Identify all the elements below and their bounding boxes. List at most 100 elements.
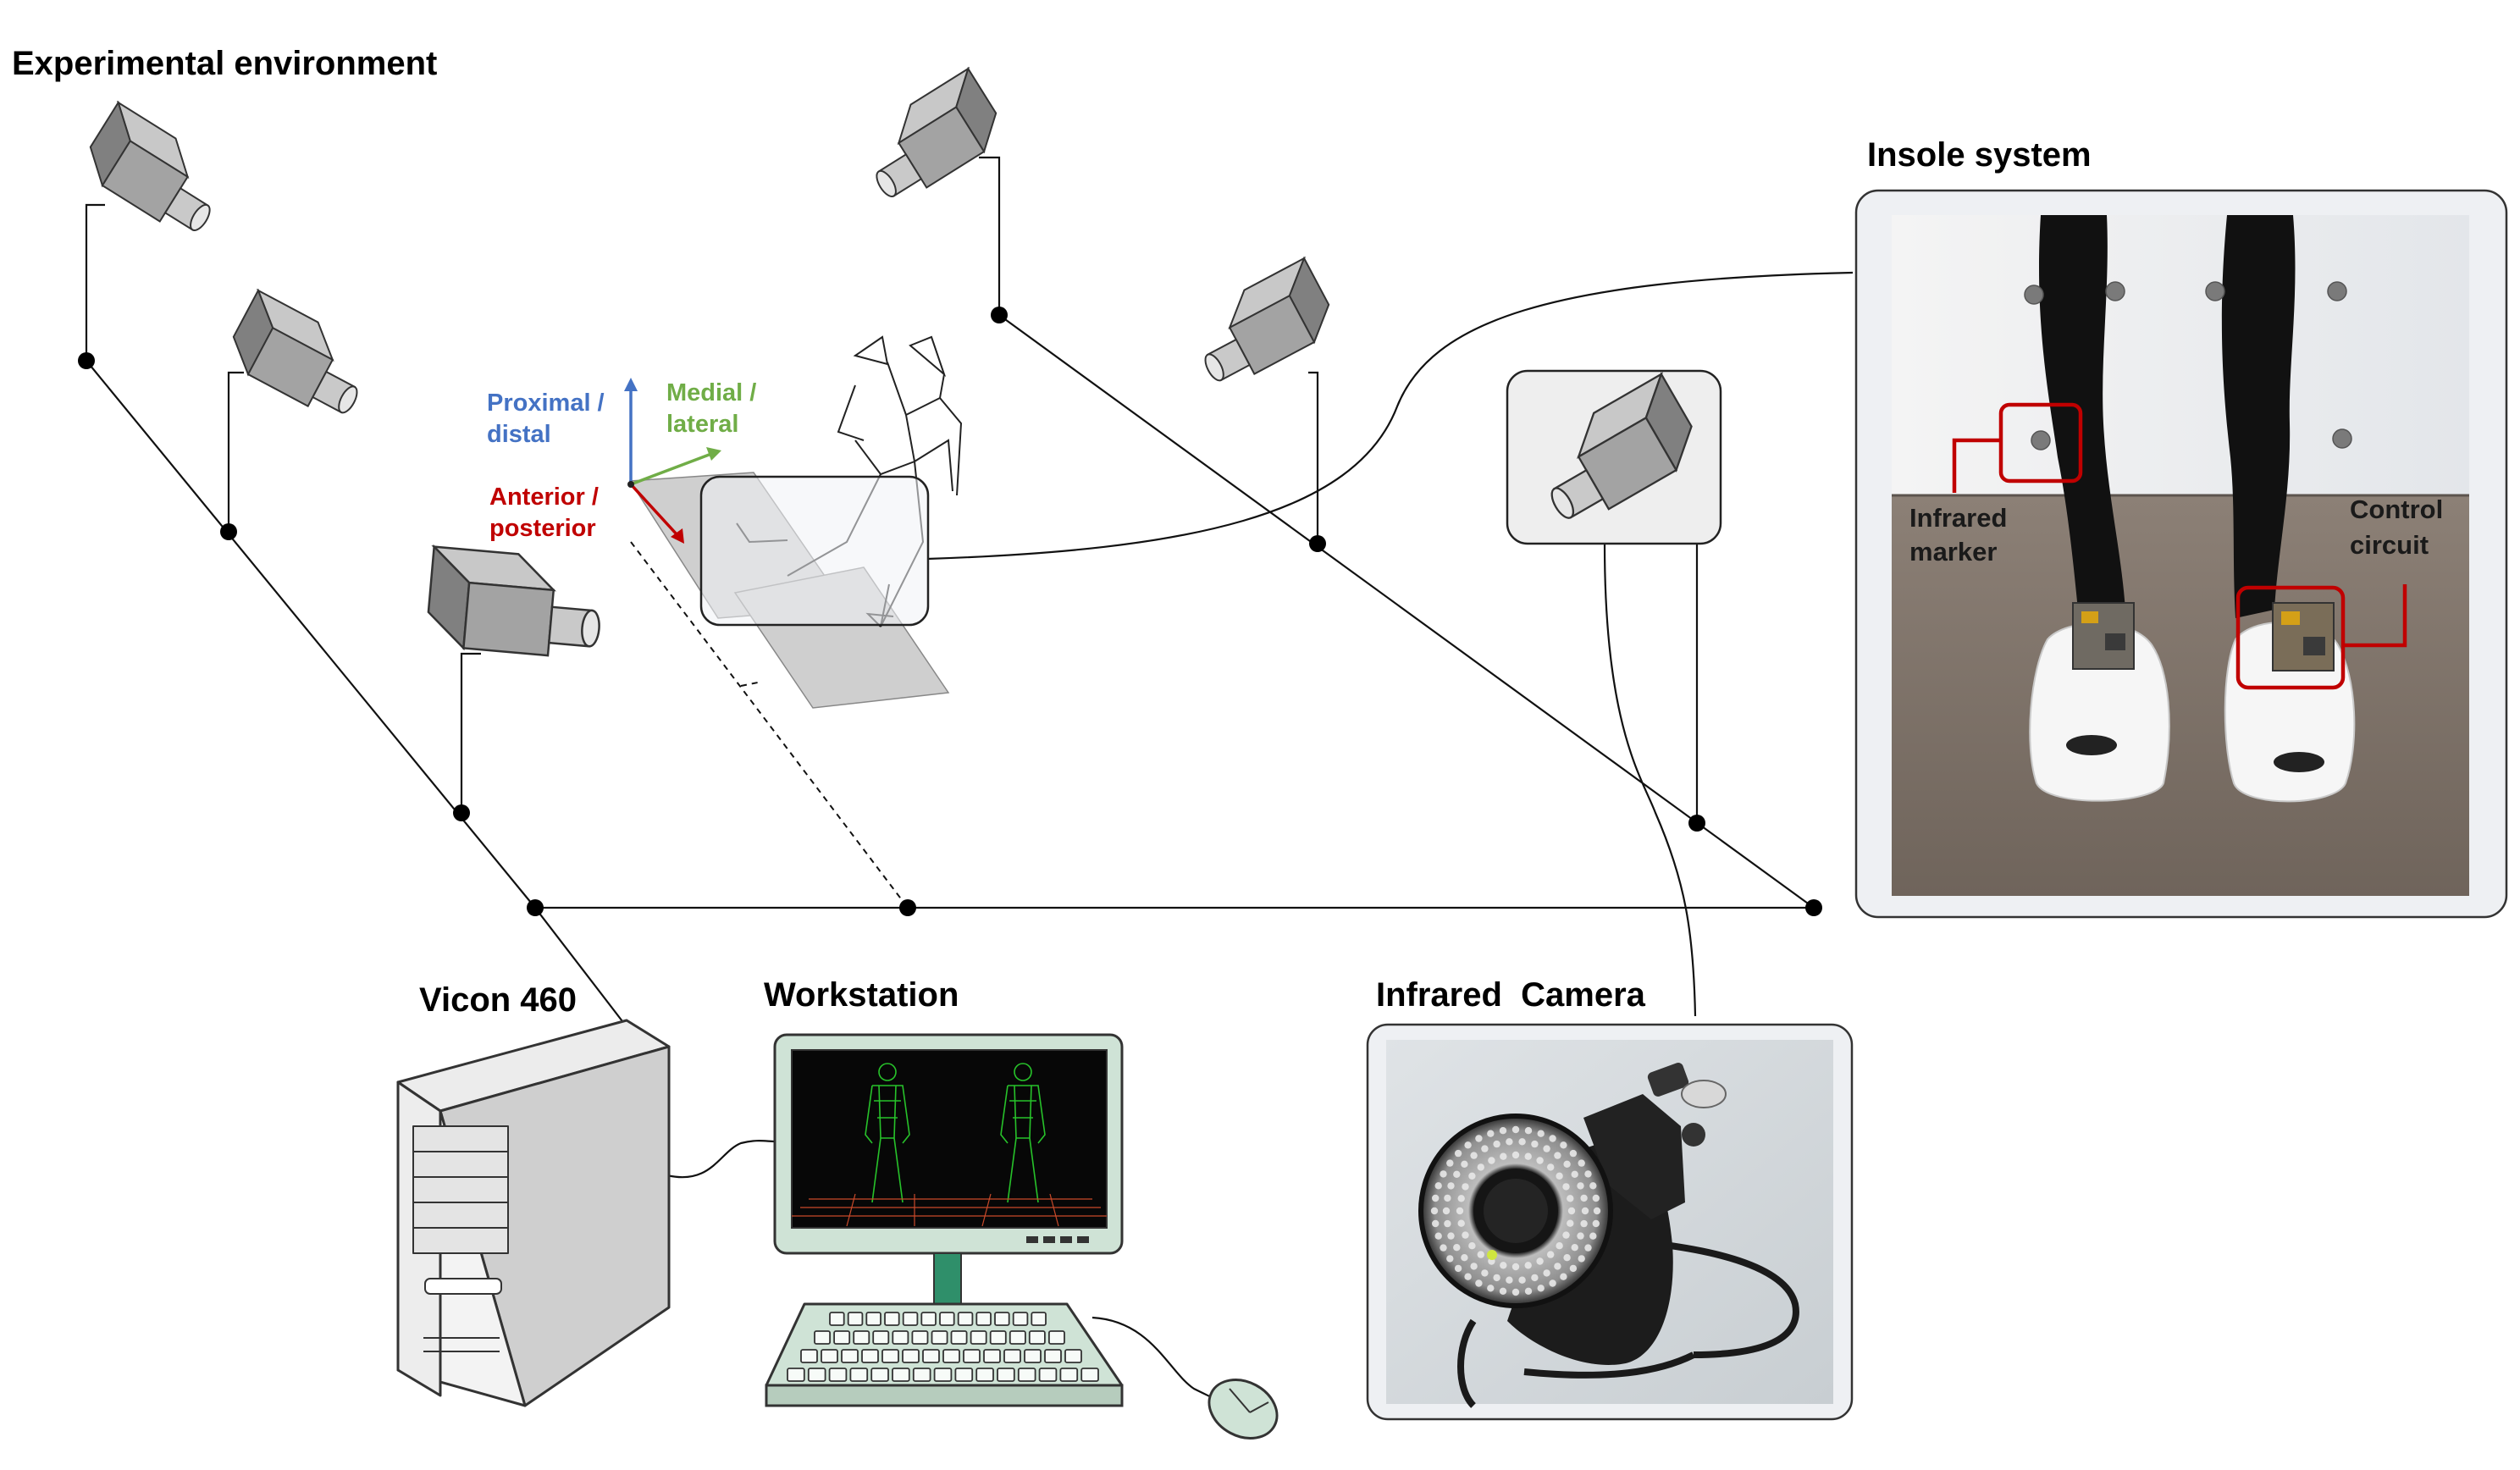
ir-led [1543,1145,1550,1152]
keyboard-key [1028,1330,1046,1345]
keyboard-key [821,1349,838,1363]
ir-led [1477,1163,1485,1171]
ir-led [1554,1152,1561,1159]
control-circuit-label: Control [2350,495,2443,524]
ir-led [1464,1141,1472,1149]
ir-led [1562,1183,1570,1191]
ir-led [1481,1269,1489,1277]
infrared-marker-label-2: marker [1909,537,1997,566]
ir-led [1444,1194,1451,1202]
ir-led [1524,1152,1532,1160]
ir-led [1454,1149,1462,1158]
infrared-camera-panel [1366,1023,1854,1421]
control-circuit-label-2: circuit [2350,530,2429,560]
keyboard-key [847,1312,864,1326]
vicon-title: Vicon 460 [419,981,577,1019]
ir-led [1447,1232,1455,1240]
ir-led [1461,1254,1468,1262]
ir-led [1563,1254,1571,1262]
ir-led [1556,1172,1563,1180]
infrared-camera-title: Infrared Camera [1376,976,1646,1014]
ir-led [1524,1287,1533,1296]
ir-led [1432,1194,1440,1202]
axis-label-distal: distal [487,421,551,448]
ir-led [1567,1207,1576,1215]
ir-led [1456,1207,1464,1215]
ir-led [1511,1263,1520,1271]
monitor-screen [791,1049,1108,1229]
keyboard-key [1012,1312,1029,1326]
ir-led [1468,1242,1476,1250]
ir-led [1584,1170,1592,1178]
ir-led [1589,1182,1597,1190]
ir-led [1531,1274,1539,1282]
motion-capture-camera [850,68,1011,209]
ir-led [1537,1285,1545,1292]
keyboard-key [954,1368,974,1382]
ir-led [1454,1264,1462,1273]
gait-callout-box [699,475,930,627]
keyboard-key [853,1330,870,1345]
keyboard-key [1080,1368,1099,1382]
ir-led [1511,1125,1520,1134]
ir-led [1577,1182,1584,1190]
ir-led [1487,1285,1495,1292]
keyboard-key [861,1349,879,1363]
keyboard-key [1048,1330,1065,1345]
ir-led [1592,1194,1600,1202]
ir-led [1457,1195,1465,1202]
mouse [1208,1379,1279,1440]
keyboard-key [939,1312,955,1326]
motion-capture-camera [75,102,236,243]
keyboard-key [881,1349,899,1363]
ir-led [1581,1207,1589,1215]
keyboard-key [870,1368,889,1382]
ir-led [1477,1251,1485,1258]
ir-led [1464,1273,1472,1280]
keyboard-key [975,1312,992,1326]
ir-led [1567,1195,1574,1202]
ir-led [1547,1251,1555,1258]
ir-led [1493,1274,1500,1282]
ir-led [1524,1127,1533,1135]
ir-led [1577,1232,1584,1240]
keyboard [765,1302,1124,1407]
junction-nodes [78,307,1822,916]
keyboard-key [970,1330,987,1345]
ir-led [1571,1170,1578,1179]
keyboard-key [902,1312,919,1326]
ir-led [1506,1276,1513,1284]
screen-floor-grid [792,1193,1107,1227]
ir-led [1537,1130,1545,1137]
keyboard-key [931,1330,948,1345]
axis-label-medial: Medial / [666,379,756,406]
ir-led [1549,1135,1556,1142]
ir-led [1499,1287,1507,1296]
ir-led [1475,1135,1483,1142]
ir-led [1571,1244,1578,1252]
keyboard-key [975,1368,994,1382]
ir-led [1560,1273,1567,1280]
ir-led [1446,1255,1454,1263]
circuit-highlight-box [2235,585,2346,690]
keyboard-key [787,1368,805,1382]
insole-system-panel: Infrared marker Control circuit [1854,189,2508,919]
ir-led [1446,1159,1454,1167]
ir-led [1580,1194,1588,1202]
ir-led [1584,1244,1592,1252]
motion-capture-camera [424,545,606,661]
environment-title: Experimental environment [12,45,437,82]
ir-led [1462,1231,1469,1239]
ir-led [1468,1172,1476,1180]
ir-led [1500,1152,1507,1160]
keyboard-key [814,1330,832,1345]
ir-led [1524,1262,1532,1269]
motion-capture-camera [220,290,380,426]
ir-led [1475,1279,1483,1287]
keyboard-key [1064,1349,1082,1363]
screen-figure [865,1063,1046,1203]
ir-led [1518,1276,1526,1284]
ir-led [1434,1182,1442,1190]
ir-led [1556,1242,1563,1250]
